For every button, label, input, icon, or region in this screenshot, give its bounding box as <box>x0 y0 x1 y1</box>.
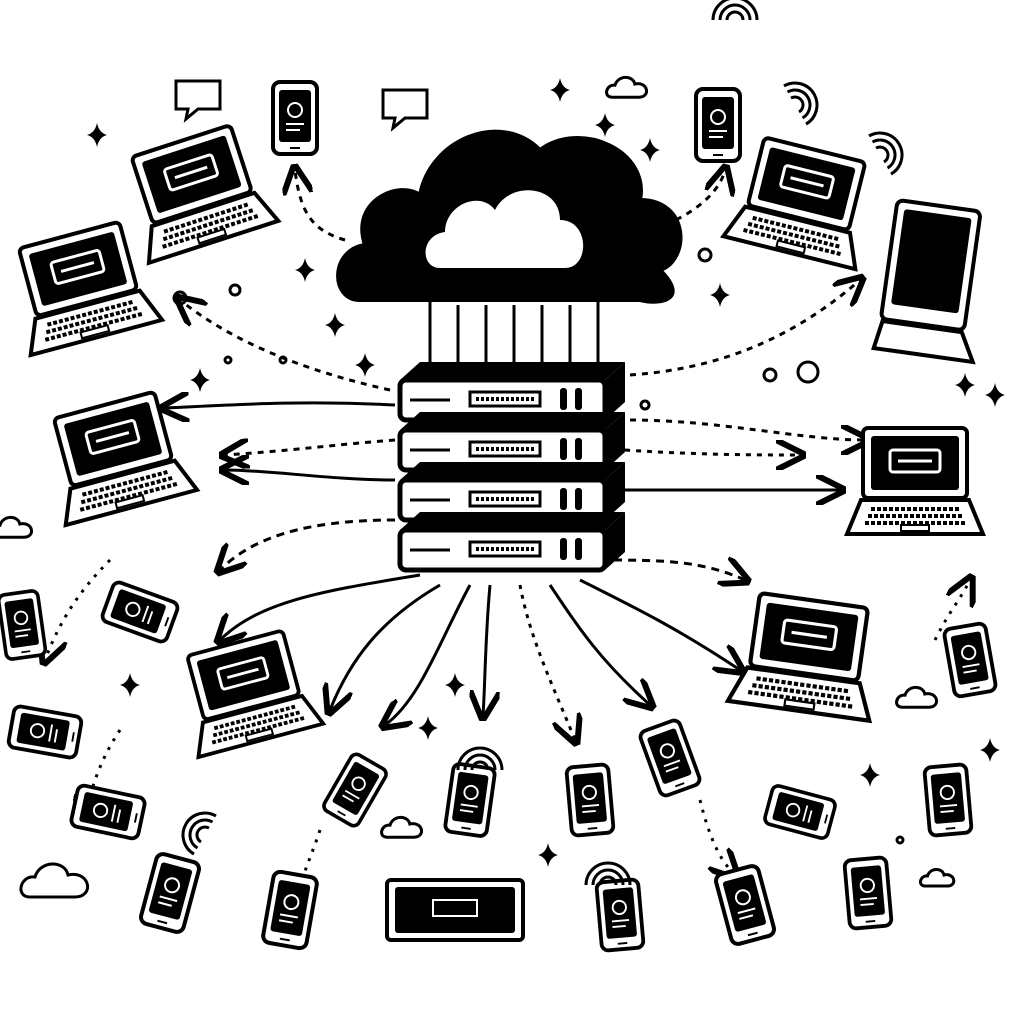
dot-icon <box>172 290 188 306</box>
smartphone-icon <box>942 621 998 699</box>
arrow-icon <box>624 450 800 455</box>
sparkle-icon <box>325 313 345 337</box>
sparkle-icon <box>445 673 465 697</box>
wifi-icon <box>584 861 632 886</box>
sparkle-icon <box>190 368 210 392</box>
arrow-icon <box>629 418 865 440</box>
smartphone-icon <box>564 762 616 838</box>
arrow-icon <box>330 583 441 710</box>
smartphone-icon <box>69 783 147 841</box>
arrow-icon <box>385 584 472 725</box>
smartphone-icon <box>322 752 388 828</box>
sparkle-icon <box>295 258 315 282</box>
connection-arrows <box>45 170 970 905</box>
smartphone-icon <box>0 589 48 661</box>
arrow-icon <box>599 560 745 580</box>
sparkle-icon <box>120 673 140 697</box>
wifi-icon <box>456 746 504 771</box>
dot-icon <box>796 360 820 384</box>
small-cloud-icon <box>0 515 33 539</box>
server-stack-icon <box>397 362 625 573</box>
smartphone-icon <box>842 855 894 931</box>
arrow-icon <box>85 729 122 820</box>
sparkle-icon <box>710 283 730 307</box>
sparkle-icon <box>640 138 660 162</box>
devices <box>0 0 998 953</box>
arrow-icon <box>225 470 396 480</box>
laptop-icon <box>724 591 873 724</box>
arrow-icon <box>664 170 725 227</box>
server-unit <box>397 362 625 423</box>
wifi-icon <box>783 81 819 126</box>
arrow-icon <box>629 280 860 377</box>
arrow-icon <box>165 403 396 408</box>
wifi-icon <box>181 811 217 856</box>
smartphone-icon <box>139 852 201 934</box>
arrow-icon <box>518 584 575 740</box>
arrow-icon <box>225 440 396 455</box>
sparkle-icon <box>860 763 880 787</box>
smartphone-icon <box>922 762 974 838</box>
laptop-icon <box>186 629 327 760</box>
chat-bubble-icon <box>381 88 429 132</box>
smartphone-icon <box>694 87 742 163</box>
dot-icon <box>535 275 545 285</box>
arrow-icon <box>295 170 346 242</box>
arrow-icon <box>220 573 421 640</box>
arrow-icon <box>180 300 391 392</box>
sparkle-icon <box>418 716 438 740</box>
smartphone-icon <box>6 704 84 760</box>
small-cloud-icon <box>919 868 956 888</box>
dot-icon <box>639 399 651 411</box>
server-unit <box>397 412 625 473</box>
tablet-icon <box>871 198 982 365</box>
dot-icon <box>762 367 778 383</box>
sparkle-icon <box>550 78 570 102</box>
smartphone-icon <box>638 718 702 798</box>
sparkle-icon <box>355 353 375 377</box>
laptop-icon <box>52 390 201 528</box>
smartphone-icon <box>714 864 776 946</box>
dot-icon <box>228 283 242 297</box>
sparkle-icon <box>87 123 107 147</box>
sparkle-icon <box>955 373 975 397</box>
sparkles <box>0 75 1005 899</box>
dot-icon <box>278 355 288 365</box>
cloud-icon <box>336 129 683 370</box>
arrow-icon <box>483 584 490 715</box>
sparkle-icon <box>980 738 1000 762</box>
arrow-icon <box>579 578 740 670</box>
arrow-icon <box>45 558 112 660</box>
laptop-icon <box>719 136 867 272</box>
small-cloud-icon <box>895 685 938 709</box>
arrow-icon <box>698 799 735 875</box>
tablet-icon <box>385 878 525 942</box>
sparkle-icon <box>985 383 1005 407</box>
small-cloud-icon <box>605 75 648 99</box>
server-unit <box>397 462 625 523</box>
arrow-icon <box>548 584 650 705</box>
arrow-icon <box>220 518 396 570</box>
laptop-icon <box>17 220 166 358</box>
wifi-icon <box>868 131 904 176</box>
wifi-icon <box>711 0 759 21</box>
laptop-icon <box>130 124 282 266</box>
chat-bubble-icon <box>174 79 222 123</box>
small-cloud-icon <box>380 815 423 839</box>
sparkle-icon <box>538 843 558 867</box>
sparkle-icon <box>595 113 615 137</box>
smartphone-icon <box>100 580 180 644</box>
server-unit <box>397 512 625 573</box>
smartphone-icon <box>763 784 837 840</box>
smartphone-icon <box>261 869 319 951</box>
smartphone-icon <box>271 80 319 156</box>
dot-icon <box>895 835 905 845</box>
laptop-icon <box>844 426 986 536</box>
smartphone-icon <box>594 877 646 953</box>
smartphone-icon <box>443 762 497 838</box>
dot-icon <box>697 247 713 263</box>
small-cloud-icon <box>19 862 90 899</box>
dot-icon <box>223 355 233 365</box>
